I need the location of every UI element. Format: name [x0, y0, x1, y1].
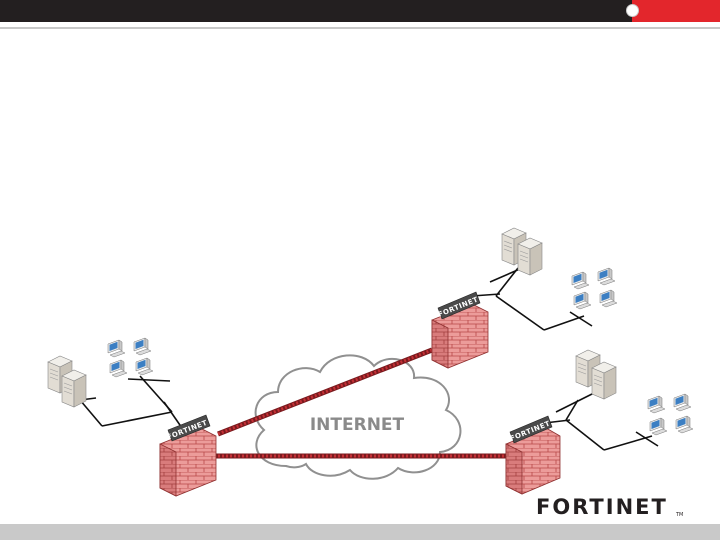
footer-bar — [0, 524, 720, 540]
fortinet-logo-text: FORTINET — [536, 495, 668, 519]
left-firewall-icon: FORTINET — [159, 414, 217, 497]
internet-label: INTERNET — [310, 415, 405, 435]
bottom-right-pc-icon — [647, 395, 666, 414]
header-divider — [0, 27, 720, 29]
bottom-right-firewall-icon: FORTINET — [505, 415, 561, 495]
internet-cloud — [254, 354, 462, 480]
top-right-server-icon — [517, 237, 543, 276]
header-dot — [626, 4, 639, 17]
header-bar — [0, 0, 720, 22]
header-accent — [632, 0, 720, 22]
top-right-pc-icon — [571, 271, 590, 290]
left-pc-icon — [135, 357, 154, 376]
left-pc-icon — [133, 337, 152, 356]
fortinet-logo-tm: TM — [675, 512, 683, 518]
left-pc-icon — [107, 339, 126, 358]
vpn-link-top — [217, 347, 433, 437]
bottom-right-site-wiring — [535, 391, 659, 451]
bottom-right-pc-icon — [673, 393, 692, 412]
bottom-right-pc-icon — [649, 417, 668, 436]
left-server-icon — [61, 369, 87, 408]
top-right-pc-icon — [597, 267, 616, 286]
top-right-pc-icon — [573, 291, 592, 310]
top-right-firewall-icon: FORTINET — [431, 291, 489, 369]
top-right-pc-icon — [599, 289, 618, 308]
bottom-right-pc-icon — [675, 415, 694, 434]
left-pc-icon — [109, 359, 128, 378]
bottom-right-server-icon — [591, 361, 617, 400]
fortinet-logo: FORTINET TM — [536, 495, 683, 519]
